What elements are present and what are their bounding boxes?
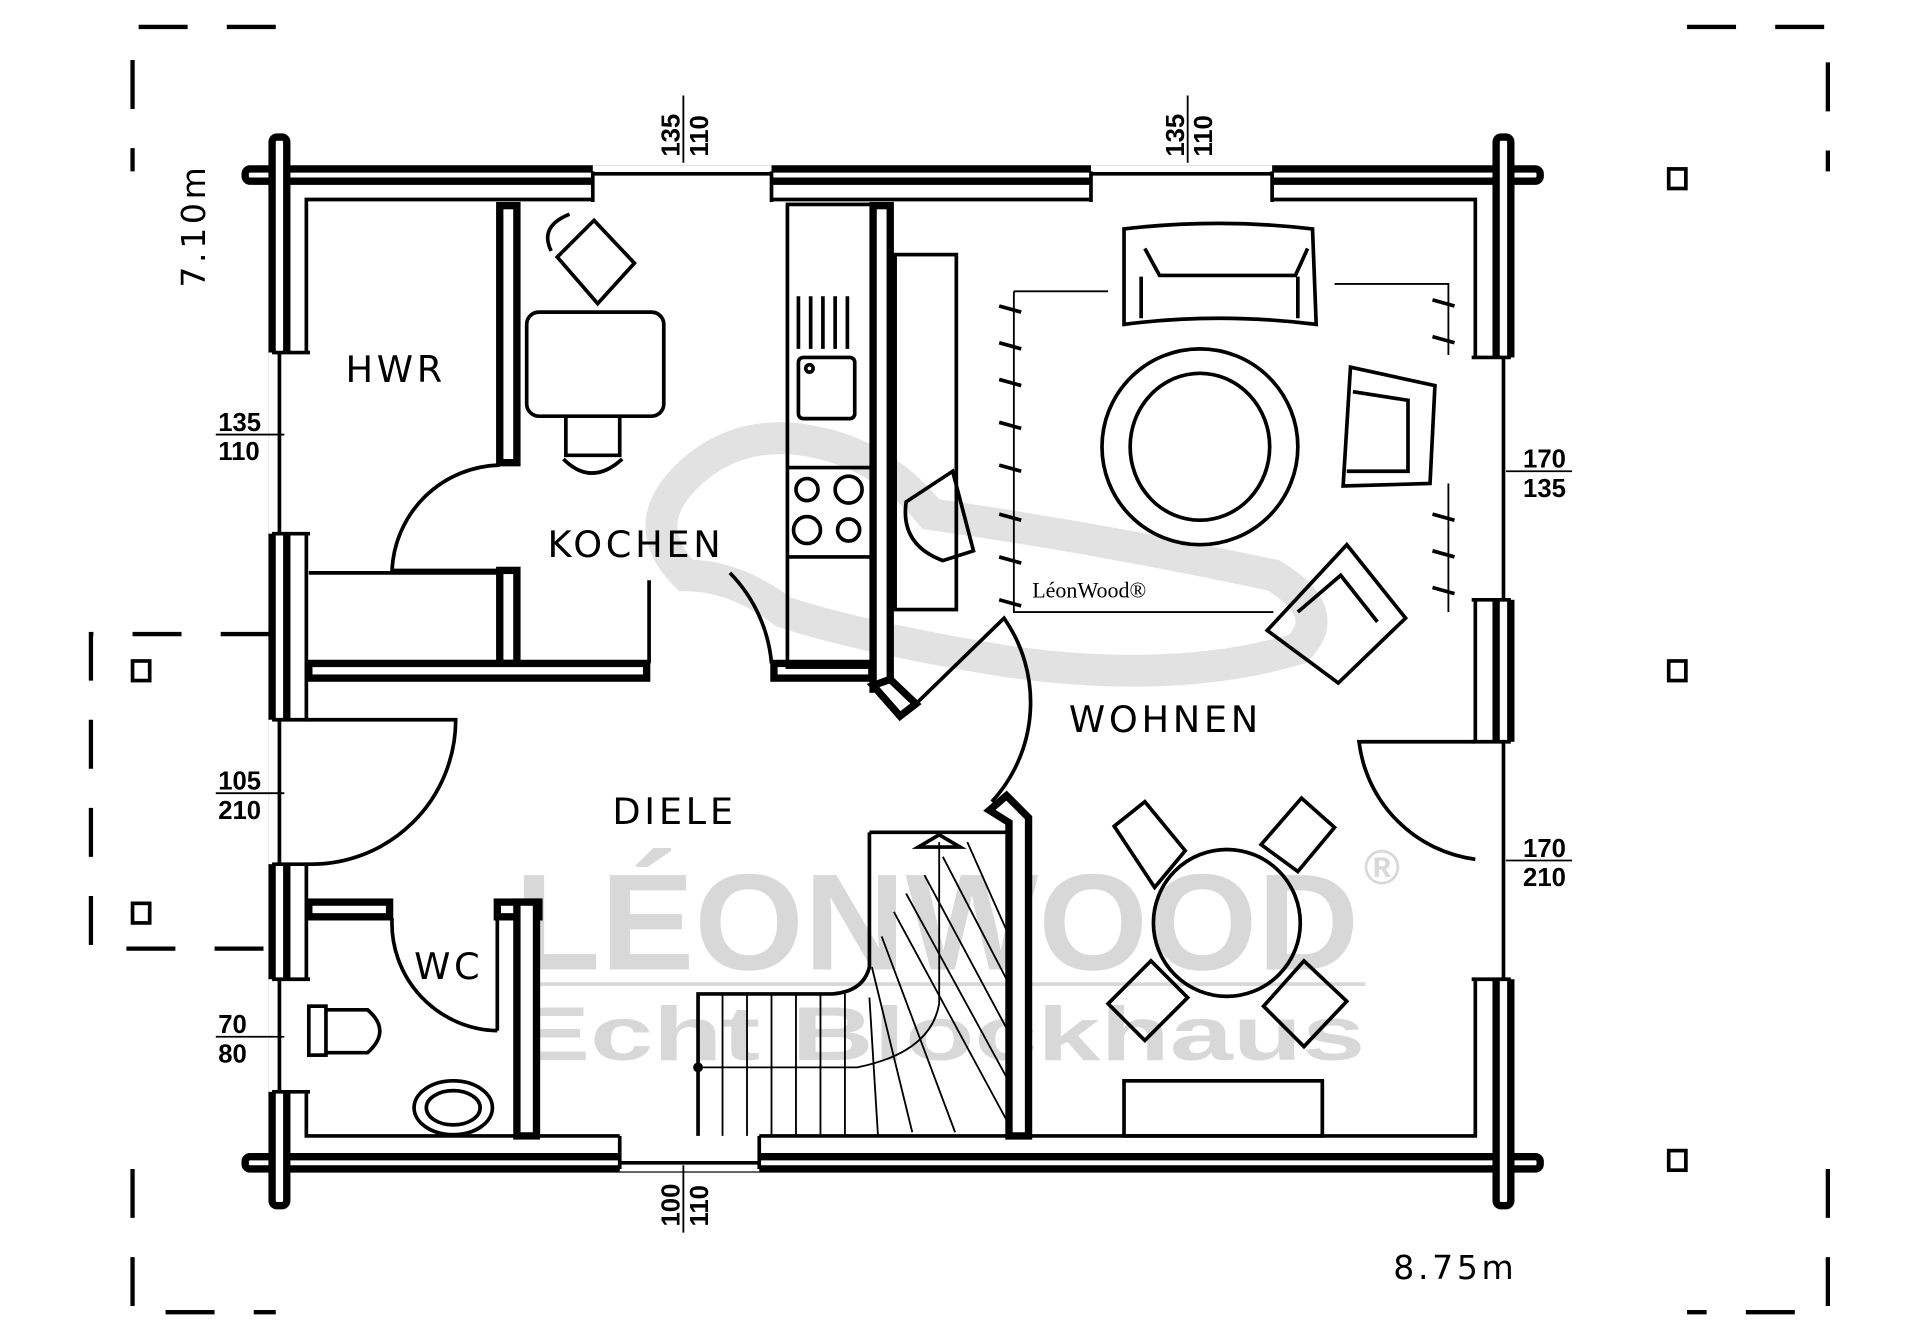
dim-left-door-h: 210 — [218, 797, 261, 825]
dim-left-door-w: 105 — [218, 768, 261, 796]
rug-brand: LéonWood® — [1032, 577, 1146, 602]
dim-right-window-h: 135 — [1523, 475, 1566, 503]
dim-left-hwr-w: 135 — [218, 409, 261, 437]
dim-top-right-w: 135 — [1162, 114, 1190, 157]
opening-dimensions: 135 110 135 110 100 110 135 110 105 210 … — [215, 95, 1573, 1233]
room-label-wc: WC — [414, 945, 483, 988]
room-label-diele: DIELE — [612, 790, 736, 833]
dim-right-door-w: 170 — [1523, 835, 1566, 863]
staircase — [693, 830, 1008, 1136]
dim-top-left-h: 110 — [686, 115, 714, 156]
dim-right-door-h: 210 — [1523, 864, 1566, 892]
overall-depth: 7.10m — [174, 164, 213, 288]
watermark-tagline: Echt Blockhaus — [514, 992, 1365, 1077]
room-label-hwr: HWR — [346, 348, 446, 391]
roof-outline — [88, 24, 1830, 1315]
watermark: LÉONWOOD ® Echt Blockhaus — [514, 422, 1400, 1077]
room-label-wohnen: WOHNEN — [1069, 698, 1262, 741]
overall-width: 8.75m — [1393, 1248, 1517, 1287]
kitchen-fixtures — [524, 202, 976, 669]
interior-walls — [305, 201, 1476, 1140]
dim-left-hwr-h: 110 — [218, 438, 259, 466]
exterior-walls — [241, 133, 1544, 1210]
dim-bottom-h: 110 — [686, 1185, 714, 1226]
room-label-kochen: KOCHEN — [547, 523, 724, 566]
dim-top-left-w: 135 — [658, 114, 686, 157]
living-furniture: LéonWood® — [998, 221, 1456, 1138]
dim-left-wc-h: 80 — [218, 1040, 247, 1068]
wc-fixtures — [306, 1004, 495, 1137]
dim-bottom-w: 100 — [658, 1184, 686, 1227]
watermark-registered: ® — [1364, 841, 1400, 895]
dim-right-window-w: 170 — [1523, 446, 1566, 474]
watermark-brand: LÉONWOOD — [514, 846, 1359, 999]
dim-top-right-h: 110 — [1190, 115, 1218, 156]
dim-left-wc-w: 70 — [218, 1011, 247, 1039]
